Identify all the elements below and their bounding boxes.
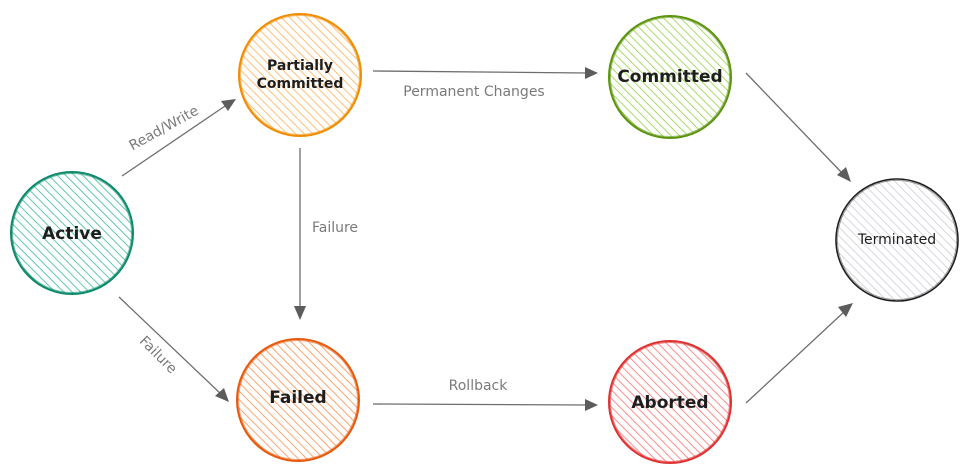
state-label-partially: Partially [267, 58, 333, 74]
edge-partially-committed-to-failed [294, 148, 306, 320]
edge-label-read-write: Read/Write [127, 103, 202, 154]
edge-active-to-partially-committed [121, 99, 236, 177]
arrowhead-icon [585, 67, 598, 79]
state-node-aborted: Aborted [608, 340, 732, 464]
arrowhead-icon [294, 306, 306, 320]
state-node-terminated: Terminated [835, 178, 959, 302]
edge-partially-committed-to-committed [372, 67, 598, 79]
state-label-failed: Failed [269, 388, 326, 408]
edge-aborted-to-terminated [745, 303, 853, 404]
edge-label-permanent-changes: Permanent Changes [403, 84, 544, 100]
arrowhead-icon [838, 303, 853, 317]
edge-committed-to-terminated [745, 72, 851, 182]
state-label-aborted: Aborted [631, 393, 708, 413]
state-label-committed: Committed [617, 67, 722, 87]
state-label-committed-line: Committed [257, 76, 344, 92]
arrowhead-icon [585, 399, 598, 411]
state-node-committed: Committed [608, 15, 732, 139]
arrowhead-icon [215, 388, 229, 402]
arrowhead-icon [221, 99, 236, 111]
state-node-active: Active [10, 171, 134, 295]
state-label-terminated: Terminated [857, 232, 936, 248]
arrowhead-icon [837, 167, 851, 182]
edge-label-failure-vertical: Failure [312, 220, 358, 236]
state-node-failed: Failed [236, 338, 360, 462]
edge-label-failure-diagonal: Failure [136, 333, 180, 377]
edge-label-rollback: Rollback [449, 378, 509, 394]
state-node-partially-committed: Partially Committed [238, 13, 362, 137]
edge-failed-to-aborted [372, 399, 598, 411]
state-label-active: Active [42, 224, 102, 244]
edge-active-to-failed [118, 296, 229, 402]
